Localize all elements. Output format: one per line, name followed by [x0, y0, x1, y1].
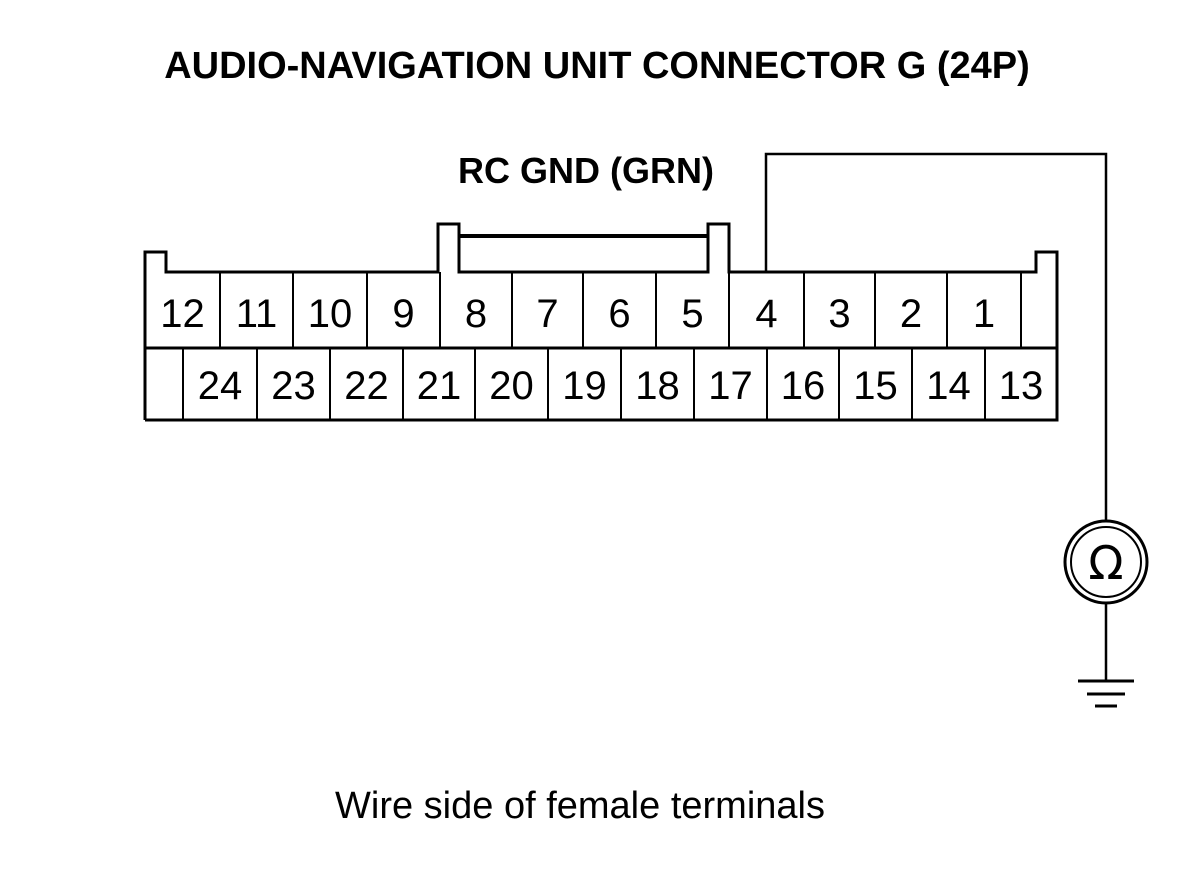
- wire-label: RC GND (GRN): [458, 150, 714, 191]
- ground-icon: [1078, 679, 1134, 708]
- terminal-18-label: 18: [635, 364, 680, 408]
- terminal-1-label: 1: [973, 292, 995, 336]
- terminal-19-label: 19: [562, 364, 607, 408]
- connector-housing: [143, 222, 1059, 422]
- terminal-11-label: 11: [236, 292, 278, 336]
- terminal-16-label: 16: [781, 364, 826, 408]
- terminal-4-label: 4: [755, 292, 777, 336]
- ohm-symbol: Ω: [1088, 536, 1123, 590]
- terminal-3-label: 3: [828, 292, 850, 336]
- ohmmeter-icon: Ω: [1063, 519, 1149, 605]
- terminal-8-label: 8: [465, 292, 487, 336]
- terminal-15-label: 15: [853, 364, 898, 408]
- terminal-9-label: 9: [392, 292, 414, 336]
- terminal-17-label: 17: [708, 364, 753, 408]
- terminal-22-label: 22: [344, 364, 389, 408]
- terminal-24-label: 24: [198, 364, 243, 408]
- terminal-20-label: 20: [489, 364, 534, 408]
- probe-wire: [764, 152, 1108, 521]
- terminal-7-label: 7: [536, 292, 558, 336]
- terminal-10-label: 10: [308, 292, 353, 336]
- terminal-5-label: 5: [681, 292, 703, 336]
- diagram-title: AUDIO-NAVIGATION UNIT CONNECTOR G (24P): [164, 45, 1030, 87]
- terminal-13-label: 13: [999, 364, 1044, 408]
- terminal-21-label: 21: [417, 364, 462, 408]
- terminal-12-label: 12: [160, 292, 205, 336]
- diagram-caption: Wire side of female terminals: [335, 785, 825, 827]
- terminal-6-label: 6: [608, 292, 630, 336]
- terminal-2-label: 2: [900, 292, 922, 336]
- terminal-23-label: 23: [271, 364, 316, 408]
- terminal-14-label: 14: [926, 364, 971, 408]
